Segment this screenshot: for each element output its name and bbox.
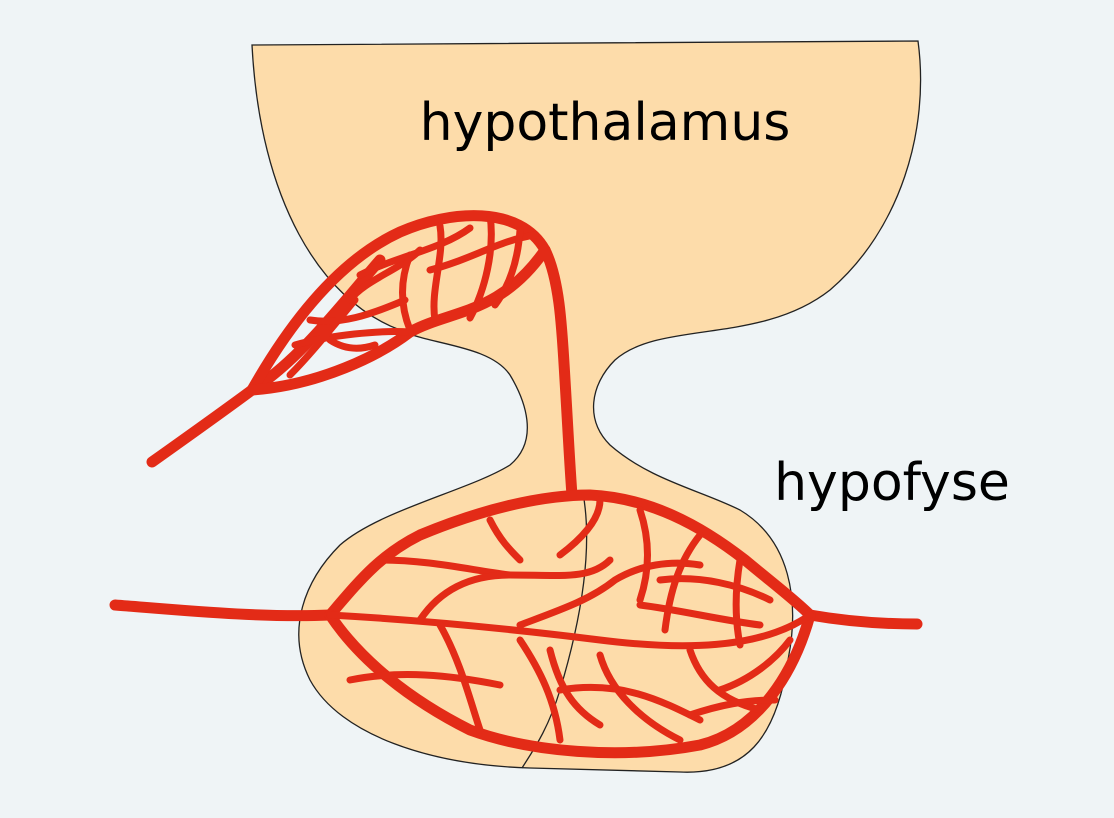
pituitary-upper-arc-vessel [324,489,816,621]
secondary-capillary-plexus [109,489,923,759]
pituitary-branch-vessel [516,559,704,629]
plexus-branch-vessel [291,328,414,349]
pituitary-branch-vessel [556,683,704,724]
pituitary-branch-vessel [732,556,744,649]
pituitary-branch-vessel [636,506,651,604]
plexus-branch-vessel [466,211,495,322]
pituitary-branch-vessel [636,601,764,629]
pituitary-branch-vessel [416,556,614,624]
inferior-artery-left-vessel [109,599,336,622]
pituitary-middle-vessel [326,611,814,650]
hypothalamus-label: hypothalamus [420,93,791,153]
plexus-branch-vessel [286,296,359,379]
plexus-upper-loop-vessel [246,210,551,396]
inferior-artery-right-vessel [804,609,923,630]
plexus-branch-vessel [356,224,474,279]
pituitary-branch-vessel [516,636,564,744]
pituitary-branch-vessel [596,651,684,744]
pituitary-branch-vessel [546,646,604,729]
plexus-branch-vessel [491,226,524,309]
plexus-branch-vessel [426,231,539,274]
pituitary-branch-vessel [686,696,779,719]
plexus-branch-vessel [326,336,379,352]
pituitary-branch-vessel [346,671,504,689]
primary-capillary-plexus [146,210,551,468]
plexus-branch-vessel [399,251,414,334]
pituitary-branch-vessel [686,646,764,714]
pituitary-branch-vessel [556,496,604,559]
pituitary-branch-vessel [656,575,774,604]
portal-vein-vessel [539,244,578,501]
pituitary-branch-vessel [436,621,484,734]
pituitary-branch-vessel [486,516,524,564]
pituitary-branch-vessel [716,636,794,694]
plexus-branch-vessel [430,222,445,324]
plexus-branch-vessel [306,296,409,325]
hypofyse-label: hypofyse [774,453,1010,513]
